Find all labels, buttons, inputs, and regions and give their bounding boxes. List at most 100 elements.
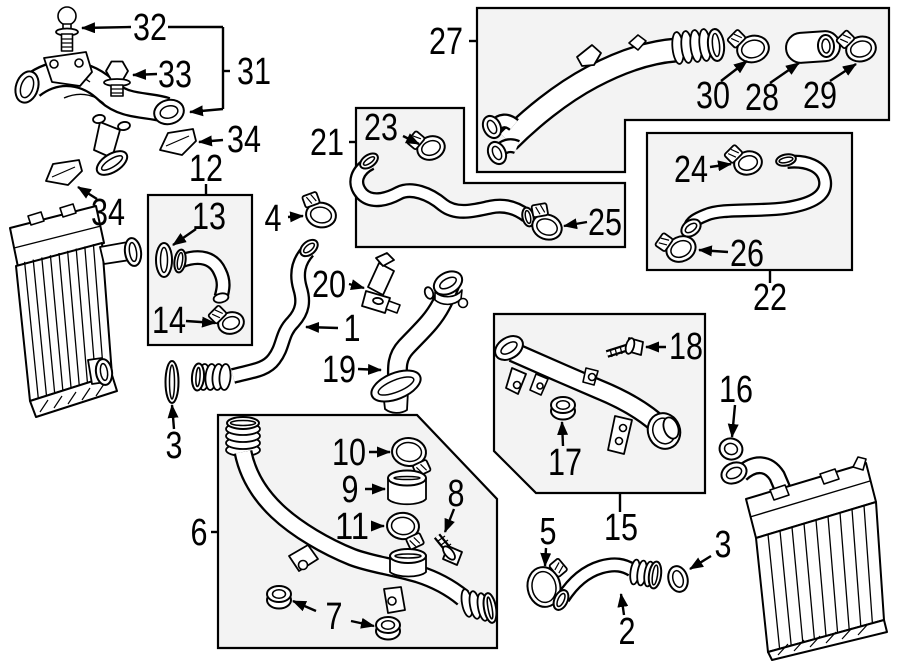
intercooler-left-cap-icon (59, 203, 77, 218)
hose-27-tab-small (628, 34, 647, 51)
hose-1-top-opening (302, 242, 316, 254)
callout-3b-label: 3 (715, 524, 732, 566)
sleeve-28-bore (816, 34, 836, 58)
pipe-19-skirt (377, 376, 415, 396)
callout-3a: 3 (166, 404, 183, 467)
callout-3b-arrow (689, 554, 712, 571)
duct-31-mouth (159, 105, 179, 119)
intercooler-right-inlet-flange (725, 466, 743, 480)
callout-23-arrow (402, 133, 420, 146)
pipe-15-bracket3-hole-icon (618, 423, 628, 433)
intercooler-left-header-line (13, 225, 102, 249)
hose-6-tport-top (389, 548, 427, 564)
callout-34b: 34 (77, 185, 125, 234)
oring-3-right (667, 565, 689, 593)
elbow-hose-13 (179, 252, 229, 299)
hose-21 (351, 158, 531, 221)
callout-3b: 3 (689, 524, 732, 571)
clamp-4 (301, 191, 337, 229)
intercooler-left-port (128, 241, 138, 263)
oring-16 (718, 437, 744, 461)
callout-29-arrow (829, 62, 857, 83)
oring-3-left (168, 364, 176, 400)
oring-16 (723, 442, 739, 456)
oring-13 (159, 246, 169, 274)
callout-34b-arrow (77, 185, 98, 201)
callout-13-arrow (172, 228, 197, 246)
duct-31-bracket (43, 51, 93, 87)
4 (218, 363, 232, 391)
callout-19-label: 19 (322, 349, 356, 391)
gasket-34-lower (45, 159, 83, 186)
callout-26-arrow (698, 245, 729, 257)
callout-22-label: 22 (753, 277, 787, 319)
callout-24: 24 (674, 149, 732, 191)
callout-7: 7 (292, 596, 375, 638)
callout-2: 2 (617, 593, 636, 653)
callout-9-label: 9 (342, 469, 359, 511)
callout-20: 20 (312, 264, 365, 306)
callout-17: 17 (548, 421, 582, 484)
hose-6-bellows-top (229, 419, 257, 427)
callout-33-arrow (132, 68, 158, 80)
callout-16-arrow (727, 404, 739, 438)
callout-24-arrow (709, 160, 732, 172)
bolt-33-shaft (110, 84, 124, 97)
callout-12: 12 (189, 148, 223, 194)
pipe-15-cap-face (662, 416, 680, 440)
grommet-17 (550, 396, 576, 421)
callout-29: 29 (803, 62, 857, 117)
callout-31: 31 (223, 51, 271, 93)
hose-6-bracket (288, 544, 319, 572)
callout-12-label: 12 (189, 148, 223, 190)
callout-14: 14 (152, 300, 216, 342)
hose-2-left-opening (556, 592, 566, 608)
callout-17-label: 17 (548, 442, 582, 484)
clamp-30 (726, 29, 770, 64)
intercooler-right-tray (767, 619, 888, 661)
callout-15: 15 (604, 494, 638, 549)
sensor-20-top (375, 252, 395, 267)
hose-2-end (651, 564, 659, 586)
callout-21-label: 21 (310, 122, 344, 164)
callout-31-label: 31 (237, 51, 271, 93)
duct-31-flange (19, 75, 35, 99)
hose-1-end-ring (190, 362, 206, 392)
hose-21-right-opening (524, 209, 532, 225)
callout-33-label: 33 (158, 54, 192, 96)
callout-2-arrow (617, 593, 629, 616)
elbow-hose-13-opening (176, 251, 184, 271)
oring-13 (155, 242, 173, 278)
clamp-26 (654, 232, 697, 263)
callout-7-arrow (350, 617, 375, 629)
callout-1-label: 1 (344, 308, 361, 350)
callout-18: 18 (645, 326, 703, 368)
callout-14-arrow (185, 316, 216, 328)
callout-19-arrow (357, 363, 382, 375)
callout-15-label: 15 (604, 507, 638, 549)
callout-28-arrow (769, 62, 800, 84)
callout-25-arrow (563, 218, 588, 230)
callout-24-label: 24 (674, 149, 708, 191)
callout-11: 11 (335, 506, 385, 548)
intercooler-right-fins (767, 505, 874, 649)
callout-8-arrow (443, 508, 456, 533)
bolt-33-head (105, 60, 129, 82)
callout-5: 5 (540, 511, 557, 567)
clamp-25 (530, 202, 563, 241)
hose-21-left-opening (362, 155, 376, 167)
callout-25-label: 25 (588, 202, 622, 244)
hose-6-bracket-hole-icon (297, 559, 309, 571)
callout-27-label: 27 (429, 21, 463, 63)
clamp-29 (835, 29, 877, 63)
hose-27 (500, 39, 677, 149)
pipe-15-flange (500, 341, 518, 355)
hose-27-opening-upper (486, 119, 498, 135)
callout-6-label: 6 (191, 512, 208, 554)
sleeve-9-top (393, 475, 421, 481)
pipe-15-hanger-hole-icon (587, 372, 597, 382)
duct-31-slot-icon (117, 121, 131, 131)
elbow-hose-13-end (212, 292, 230, 304)
clamp-5 (526, 558, 568, 608)
hose-27-tab (576, 44, 602, 67)
